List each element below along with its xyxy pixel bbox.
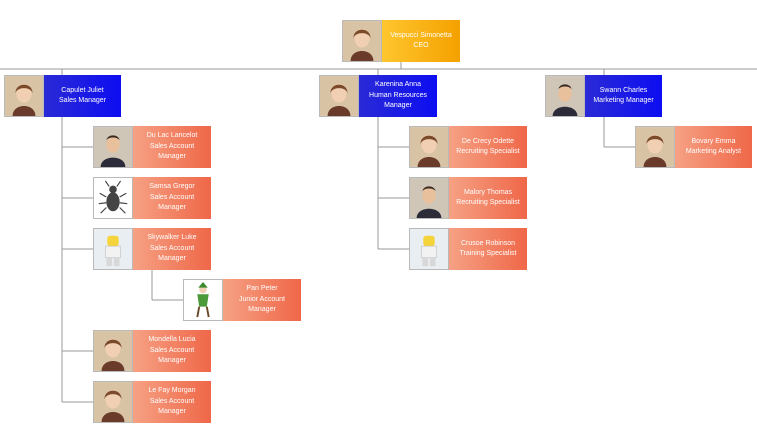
employee-title: Sales Account Manager [149,142,195,161]
employee-title: CEO [413,42,429,49]
woman-portrait-icon [409,126,449,168]
employee-name: Du Lac Lancelot [146,132,198,140]
employee-name: De Crecy Odette [461,137,515,145]
boy-figure-icon [183,279,223,321]
woman-portrait-icon [4,75,44,117]
employee-name: Skywalker Luke [147,234,197,242]
woman-portrait-icon [93,381,133,423]
employee-title: Marketing Manager [593,97,654,104]
woman-portrait-icon [635,126,675,168]
employee-title: Human Resources Manager [369,91,427,110]
employee-title: Junior Account Manager [239,295,285,314]
employee-title: Recruiting Specialist [456,148,520,155]
employee-title: Recruiting Specialist [456,199,520,206]
woman-portrait-icon [93,330,133,372]
employee-name: Le Fay Morgan [148,387,196,395]
employee-title: Sales Account Manager [149,193,195,212]
woman-portrait-icon [319,75,359,117]
employee-name: Vespucci Simonetta [390,31,452,39]
employee-title: Sales Account Manager [149,244,195,263]
man-portrait-icon [545,75,585,117]
employee-name: Capulet Juliet [61,86,104,94]
employee-name: Bovary Emma [691,137,736,145]
bug-icon [93,177,133,219]
woman-portrait-icon [342,20,382,62]
employee-title: Marketing Analyst [685,148,742,155]
employee-name: Malory Thomas [463,188,513,196]
man-portrait-icon [409,177,449,219]
toy-figure-icon [93,228,133,270]
employee-name: Swann Charles [599,86,648,94]
employee-name: Pan Peter [246,285,278,293]
employee-name: Crusoe Robinson [460,239,516,247]
employee-name: Samsa Gregor [149,183,195,191]
employee-title: Sales Account Manager [149,346,195,365]
employee-title: Training Specialist [459,250,517,257]
employee-name: Mondella Lucia [148,336,196,344]
employee-name: Karenina Anna [375,81,421,89]
toy-figure-icon [409,228,449,270]
man-portrait-icon [93,126,133,168]
employee-title: Sales Account Manager [149,397,195,416]
employee-title: Sales Manager [58,97,107,104]
